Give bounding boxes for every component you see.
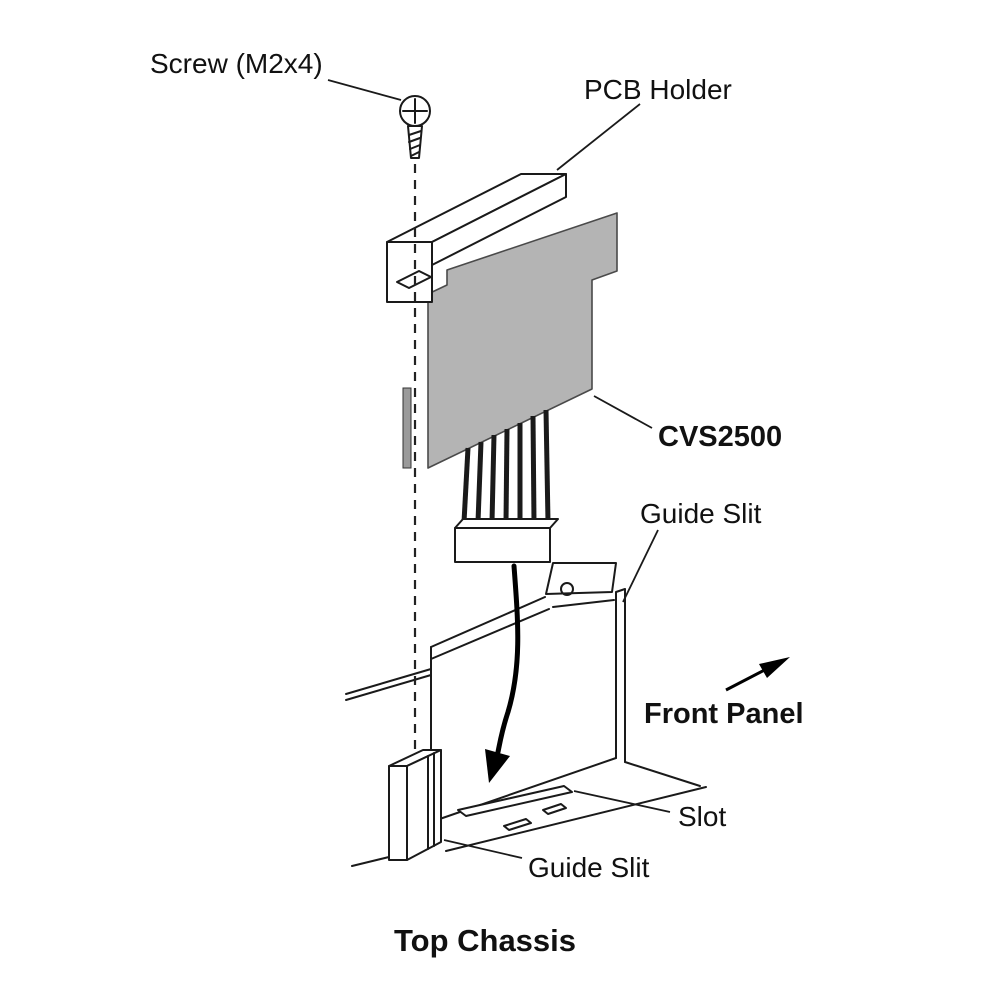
top-chassis-drawing xyxy=(345,562,707,867)
chassis-fold-right xyxy=(624,761,701,787)
cvs2500-board xyxy=(427,212,618,469)
label-guide-slit-bottom: Guide Slit xyxy=(528,852,650,883)
connector-top-face xyxy=(454,518,559,529)
guide-slit-top-shape xyxy=(615,588,626,763)
leader-line-cvs2500 xyxy=(593,395,653,429)
label-front-panel: Front Panel xyxy=(644,698,804,730)
cable-connector xyxy=(454,518,559,563)
guide-channel-side xyxy=(406,749,442,861)
leader-line-pcb-holder xyxy=(556,103,641,171)
label-guide-slit-top: Guide Slit xyxy=(640,498,762,529)
label-cvs2500: CVS2500 xyxy=(658,421,782,453)
holder-left-plate xyxy=(386,241,433,303)
chassis-hole xyxy=(560,582,574,596)
slot-hole-small-1 xyxy=(503,818,532,831)
guide-channel-slit-lines xyxy=(427,752,435,850)
ribbon-cable xyxy=(461,409,551,523)
chassis-fold-line xyxy=(430,757,617,823)
label-screw: Screw (M2x4) xyxy=(150,48,323,79)
chassis-flange-tab xyxy=(545,562,617,595)
guide-slit-bottom-shape xyxy=(388,749,442,861)
guide-channel-front xyxy=(388,765,408,861)
board-edge-strip xyxy=(402,387,412,469)
connector-front-face xyxy=(454,527,551,563)
screw-cross-slot xyxy=(402,98,428,124)
label-pcb-holder: PCB Holder xyxy=(584,74,732,105)
leader-line-slot xyxy=(573,790,671,813)
slot-hole-small-2 xyxy=(542,803,567,815)
chassis-bottom-edge xyxy=(351,786,707,867)
screw-shape xyxy=(399,95,431,159)
leader-line-screw xyxy=(327,79,402,101)
insert-arrow xyxy=(485,563,521,783)
leader-line-guide-slit-bottom xyxy=(443,839,523,859)
front-panel-arrow xyxy=(725,657,790,692)
chassis-back-edge xyxy=(345,668,432,701)
slot-shape xyxy=(457,785,573,817)
leader-line-guide-slit-top xyxy=(622,529,659,603)
label-slot: Slot xyxy=(678,801,726,832)
label-top-chassis: Top Chassis xyxy=(394,923,576,958)
screw-threads xyxy=(408,130,422,157)
chassis-top-rim xyxy=(430,596,615,660)
